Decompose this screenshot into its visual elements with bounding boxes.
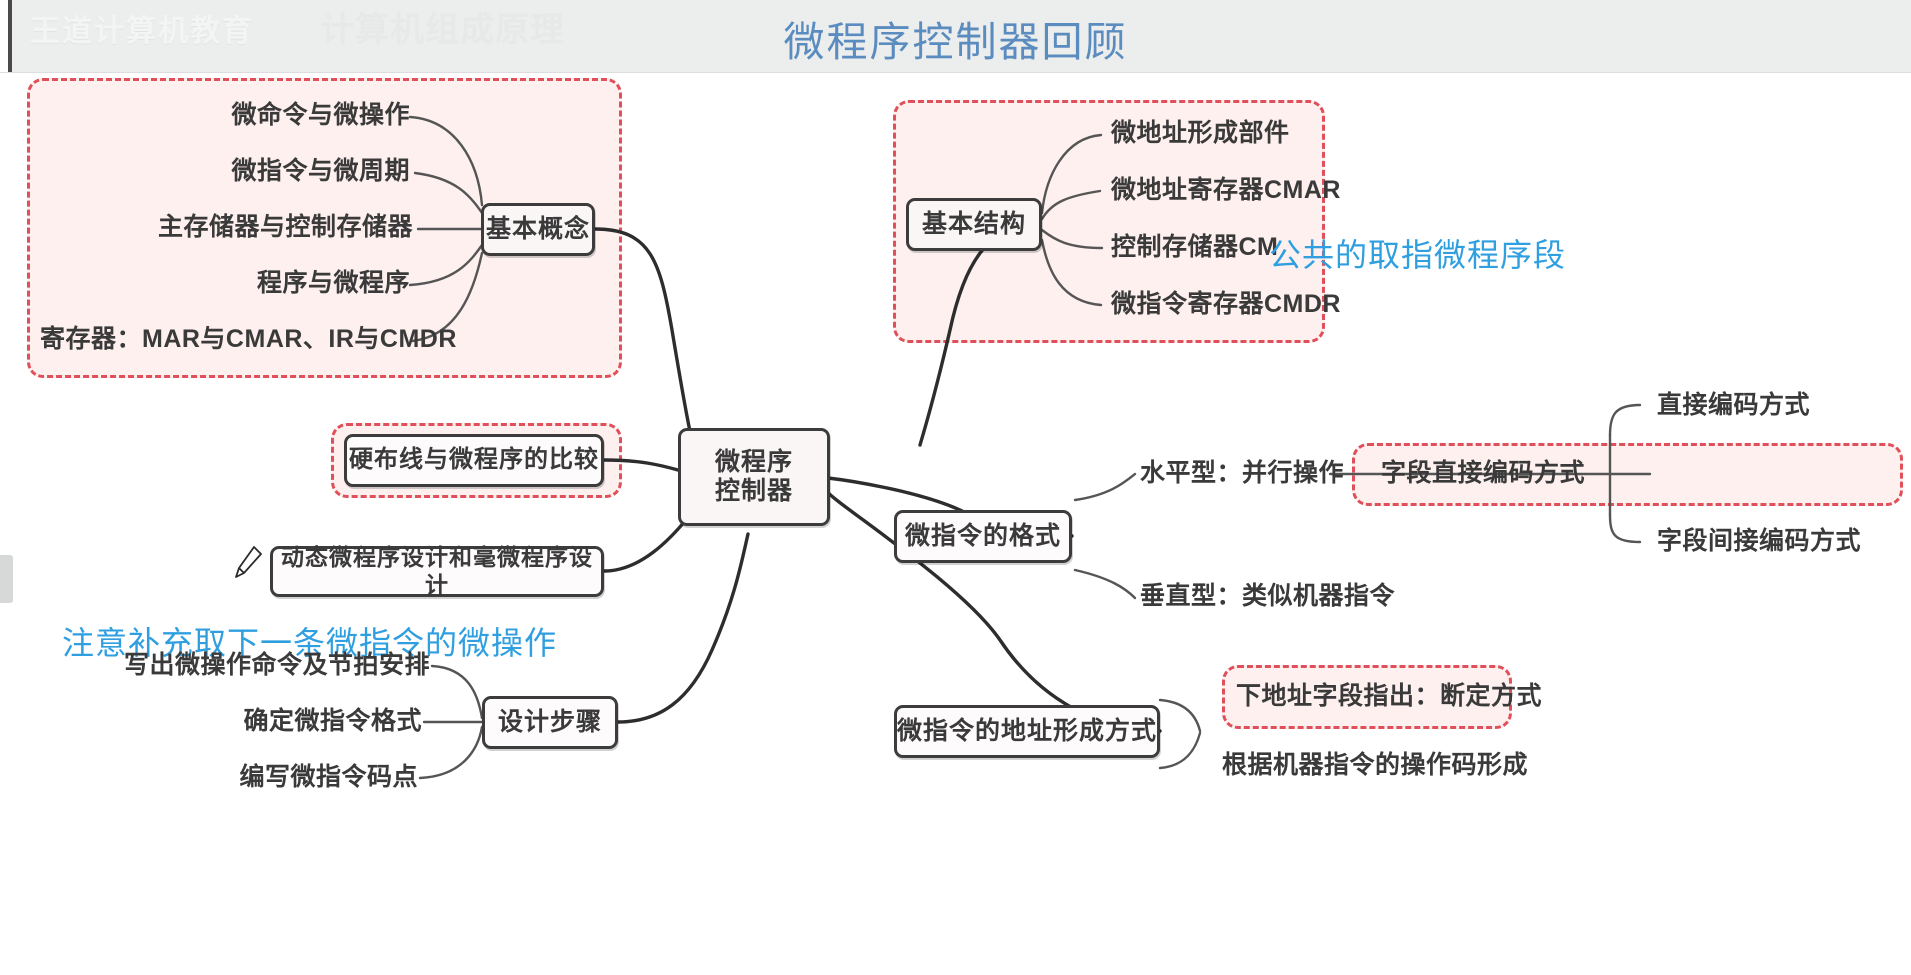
- leaf-micro-command-operation[interactable]: 微命令与微操作: [231, 101, 410, 129]
- leaf-control-memory-cm[interactable]: 控制存储器CM: [1111, 233, 1279, 261]
- node-dynamic-microprogram-design[interactable]: 动态微程序设计和毫微程序设计: [270, 544, 604, 598]
- header-left-accent: [0, 0, 12, 72]
- leaf-micro-instruction-register-cmdr[interactable]: 微指令寄存器CMDR: [1111, 290, 1341, 318]
- leaf-formed-from-opcode[interactable]: 根据机器指令的操作码形成: [1222, 751, 1529, 779]
- highlight-region-next-address-field: [1222, 665, 1512, 729]
- leaf-horizontal-type[interactable]: 水平型：并行操作: [1140, 459, 1345, 487]
- leaf-vertical-type[interactable]: 垂直型：类似机器指令: [1140, 582, 1396, 610]
- leaf-next-address-field-assertion[interactable]: 下地址字段指出：断定方式: [1236, 682, 1543, 710]
- header-bar: 王道计算机教育 计算机组成原理 微程序控制器回顾: [0, 0, 1911, 73]
- pencil-cursor: [235, 546, 262, 578]
- leaf-field-direct-encoding[interactable]: 字段直接编码方式: [1381, 459, 1586, 487]
- leaf-write-microoperation-commands[interactable]: 写出微操作命令及节拍安排: [123, 651, 430, 679]
- leaf-field-indirect-encoding[interactable]: 字段间接编码方式: [1657, 527, 1862, 555]
- node-basic-concept[interactable]: 基本概念: [481, 203, 595, 256]
- node-hardwired-vs-microprogram-comparison[interactable]: 硬布线与微程序的比较: [344, 434, 604, 487]
- leaf-main-control-memory[interactable]: 主存储器与控制存储器: [157, 213, 413, 241]
- watermark-secondary: 计算机组成原理: [320, 11, 565, 49]
- leaf-registers-mar-cmar[interactable]: 寄存器：MAR与CMAR、IR与CMDR: [40, 325, 457, 353]
- annotation-fetch-microprogram: 公共的取指微程序段: [1269, 237, 1567, 273]
- root-node-label-line1: 微程序: [714, 447, 793, 476]
- leaf-determine-microinstruction-format[interactable]: 确定微指令格式: [243, 707, 422, 735]
- leaf-program-microprogram[interactable]: 程序与微程序: [256, 269, 410, 297]
- left-edge-tab[interactable]: [0, 555, 13, 603]
- annotation-note-next-microinstruction: 注意补充取下一条微指令的微操作: [62, 625, 558, 661]
- leaf-write-microinstruction-code-points[interactable]: 编写微指令码点: [239, 763, 418, 791]
- node-microinstruction-format[interactable]: 微指令的格式: [894, 510, 1072, 563]
- leaf-micro-address-former[interactable]: 微地址形成部件: [1111, 119, 1290, 147]
- node-address-formation-method[interactable]: 微指令的地址形成方式: [894, 705, 1160, 758]
- watermark-logo: 王道计算机教育: [30, 15, 254, 48]
- root-node-label-line2: 控制器: [714, 477, 793, 505]
- node-basic-structure[interactable]: 基本结构: [906, 198, 1042, 251]
- root-node-microprogram-controller[interactable]: 微程序 控制器: [678, 428, 830, 526]
- leaf-micro-instruction-cycle[interactable]: 微指令与微周期: [231, 157, 410, 185]
- node-design-steps[interactable]: 设计步骤: [482, 696, 618, 749]
- page-title: 微程序控制器回顾: [783, 19, 1128, 65]
- leaf-micro-address-register-cmar[interactable]: 微地址寄存器CMAR: [1111, 176, 1341, 204]
- leaf-direct-encoding[interactable]: 直接编码方式: [1657, 391, 1811, 419]
